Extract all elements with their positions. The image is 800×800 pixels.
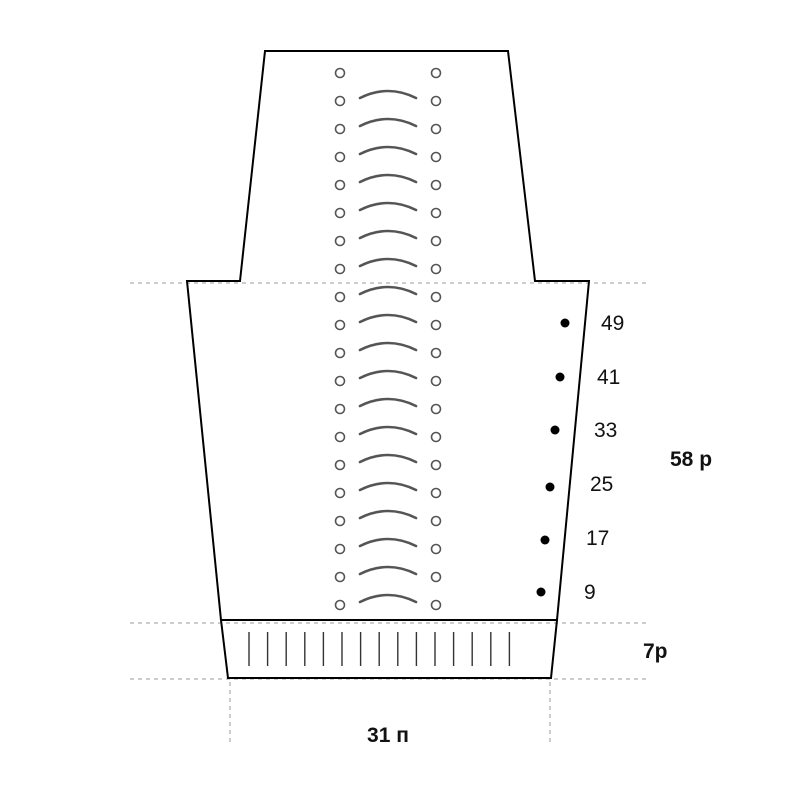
eyelet-symbol	[334, 543, 346, 555]
increase-markers: 49 41 33 25 17 9	[536, 312, 624, 604]
eyelet-symbol	[430, 599, 442, 611]
cable-arc	[358, 565, 418, 576]
increase-row-label: 33	[594, 419, 617, 442]
cable-arc	[358, 397, 418, 408]
cuff-rows-label: 7р	[643, 640, 668, 663]
eyelet-symbol	[430, 375, 442, 387]
ribbing-lines	[248, 632, 511, 666]
width-stitches-label: 31 п	[367, 724, 409, 747]
eyelet-symbol	[430, 515, 442, 527]
eyelet-symbol	[430, 235, 442, 247]
cable-arc	[358, 453, 418, 464]
cable-arc	[358, 425, 418, 436]
cable-arc	[358, 145, 418, 156]
eyelet-symbol	[430, 95, 442, 107]
eyelet-symbol	[334, 235, 346, 247]
eyelet-symbol	[430, 207, 442, 219]
eyelet-symbol	[334, 263, 346, 275]
eyelet-symbol	[334, 459, 346, 471]
cable-arc	[358, 313, 418, 324]
garment-outline	[185, 50, 591, 621]
increase-row-label: 49	[601, 312, 624, 335]
eyelet-symbol	[430, 459, 442, 471]
marker-dot	[560, 318, 570, 328]
eyelet-symbol	[430, 319, 442, 331]
eyelet-column-left	[334, 67, 346, 611]
eyelet-symbol	[334, 95, 346, 107]
cuff-band	[219, 619, 559, 679]
increase-row-label: 17	[586, 527, 609, 550]
increase-row-label: 41	[597, 366, 620, 389]
marker-dot	[550, 425, 560, 435]
cable-arc	[358, 229, 418, 240]
cable-arc	[358, 369, 418, 380]
eyelet-symbol	[430, 151, 442, 163]
eyelet-symbol	[334, 347, 346, 359]
cable-arc	[358, 201, 418, 212]
cable-arcs	[358, 89, 418, 604]
eyelet-symbol	[430, 431, 442, 443]
cable-arc	[358, 173, 418, 184]
eyelet-symbol	[430, 291, 442, 303]
eyelet-symbol	[334, 291, 346, 303]
cable-arc	[358, 89, 418, 100]
eyelet-symbol	[430, 263, 442, 275]
eyelet-symbol	[334, 123, 346, 135]
eyelet-symbol	[430, 123, 442, 135]
eyelet-symbol	[334, 207, 346, 219]
eyelet-symbol	[334, 599, 346, 611]
eyelet-symbol	[334, 403, 346, 415]
eyelet-symbol	[430, 67, 442, 79]
eyelet-symbol	[334, 319, 346, 331]
cable-arc	[358, 593, 418, 604]
eyelet-symbol	[334, 179, 346, 191]
cable-arc	[358, 537, 418, 548]
cable-arc	[358, 285, 418, 296]
eyelet-symbol	[430, 543, 442, 555]
eyelet-symbol	[334, 375, 346, 387]
increase-row-label: 9	[584, 581, 596, 604]
eyelet-symbol	[430, 487, 442, 499]
eyelet-symbol	[334, 515, 346, 527]
eyelet-symbol	[334, 487, 346, 499]
eyelet-symbol	[430, 571, 442, 583]
marker-dot	[536, 587, 546, 597]
marker-dot	[555, 372, 565, 382]
body-rows-label: 58 р	[670, 448, 712, 471]
eyelet-column-right	[430, 67, 442, 611]
eyelet-symbol	[430, 347, 442, 359]
cable-arc	[358, 341, 418, 352]
marker-dot	[545, 482, 555, 492]
eyelet-symbol	[334, 571, 346, 583]
eyelet-symbol	[334, 67, 346, 79]
eyelet-symbol	[430, 403, 442, 415]
cable-arc	[358, 117, 418, 128]
eyelet-symbol	[334, 151, 346, 163]
eyelet-symbol	[430, 179, 442, 191]
cable-arc	[358, 481, 418, 492]
increase-row-label: 25	[590, 473, 613, 496]
guide-lines	[130, 282, 650, 742]
eyelet-symbol	[334, 431, 346, 443]
cable-arc	[358, 509, 418, 520]
cable-arc	[358, 257, 418, 268]
marker-dot	[540, 535, 550, 545]
